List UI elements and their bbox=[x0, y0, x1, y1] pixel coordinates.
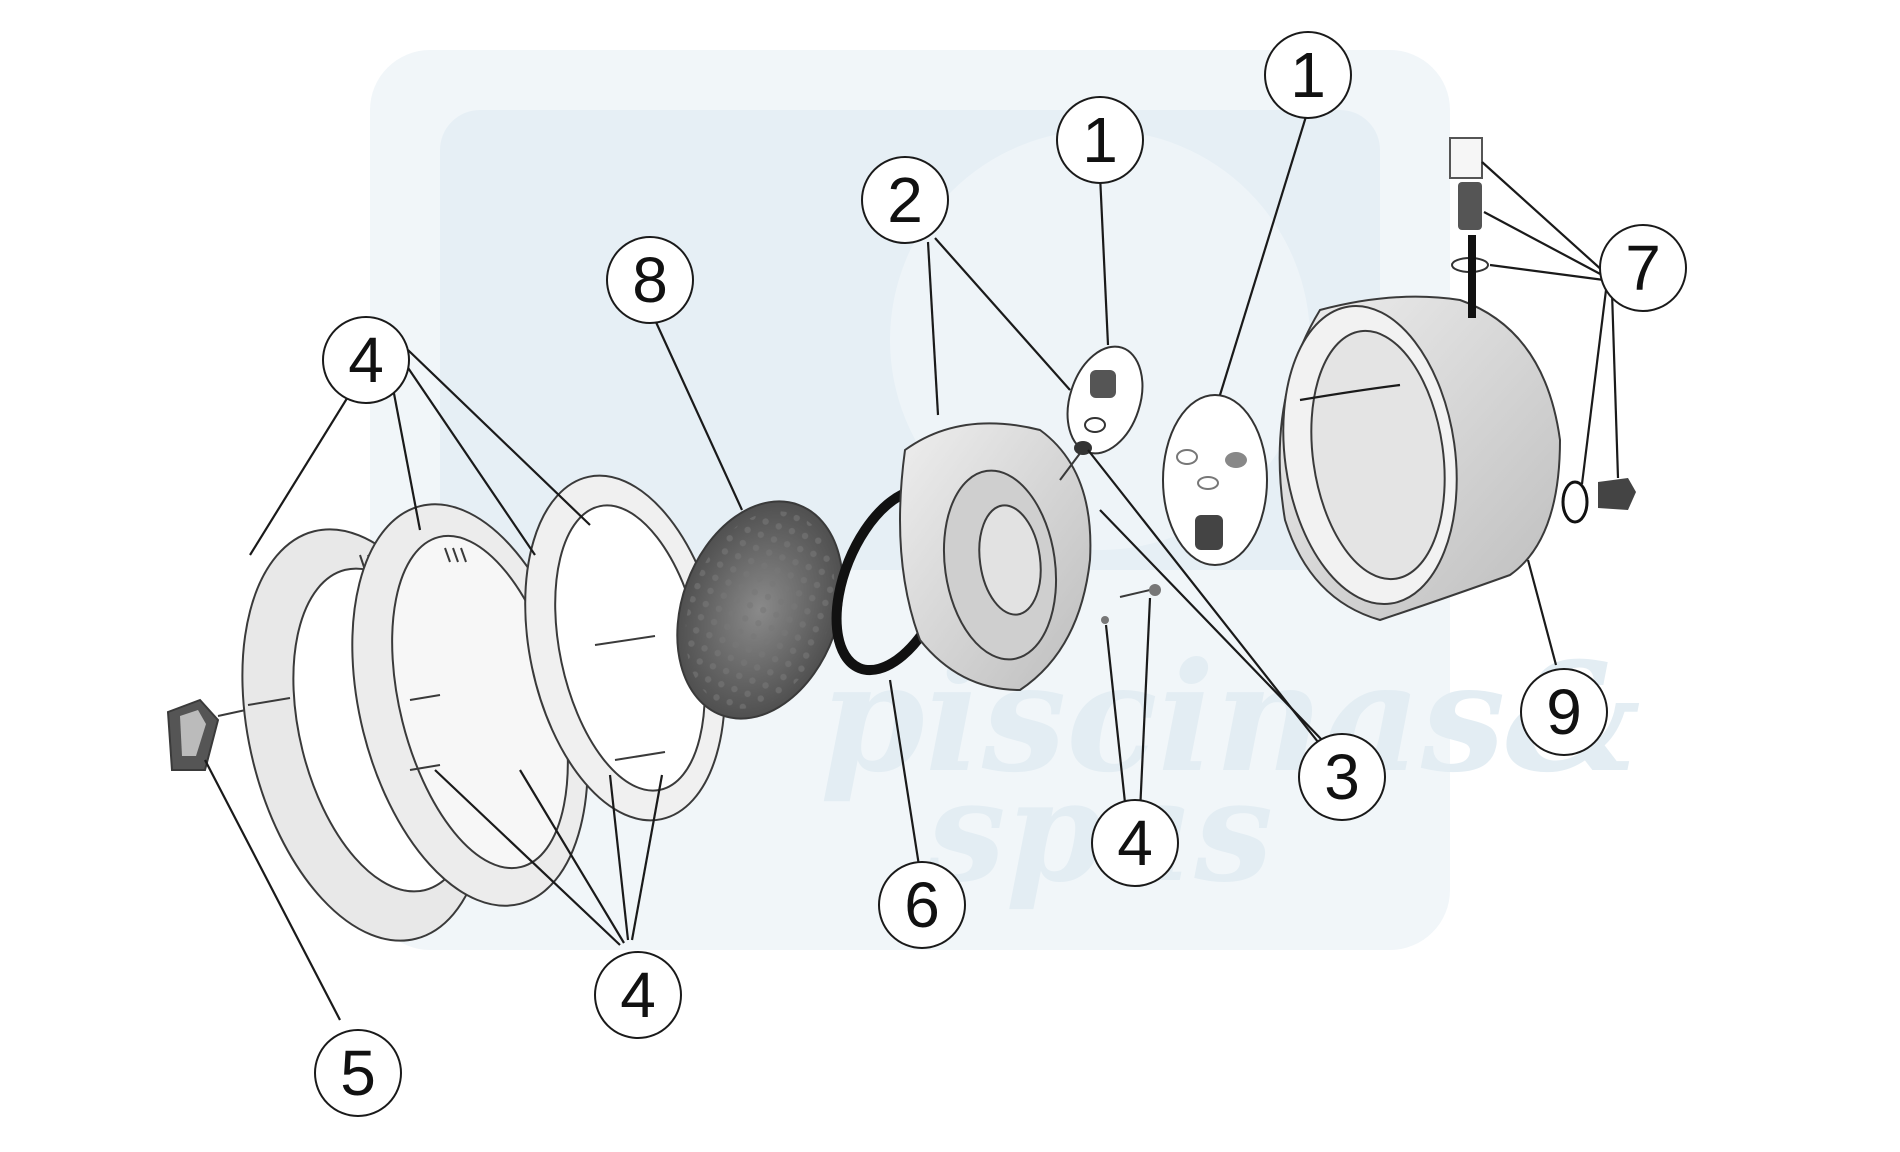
svg-text:7: 7 bbox=[1625, 232, 1661, 304]
callout-6: 6 bbox=[878, 861, 966, 949]
svg-text:4: 4 bbox=[620, 959, 656, 1031]
part-4-screws bbox=[1101, 584, 1161, 624]
callout-5: 5 bbox=[314, 1029, 402, 1117]
svg-text:4: 4 bbox=[348, 324, 384, 396]
part-8-lens bbox=[676, 500, 844, 720]
svg-text:3: 3 bbox=[1324, 741, 1360, 813]
part-7-cable-gland bbox=[1449, 137, 1636, 524]
svg-text:2: 2 bbox=[887, 164, 923, 236]
callout-3: 3 bbox=[1298, 733, 1386, 821]
svg-text:1: 1 bbox=[1082, 104, 1118, 176]
callout-1-right: 1 bbox=[1264, 31, 1352, 119]
part-1-middle-cluster bbox=[1066, 345, 1144, 455]
svg-text:9: 9 bbox=[1546, 676, 1582, 748]
svg-text:4: 4 bbox=[1117, 807, 1153, 879]
svg-text:1: 1 bbox=[1290, 39, 1326, 111]
callout-4-bottom: 4 bbox=[594, 951, 682, 1039]
callout-4-right: 4 bbox=[1091, 799, 1179, 887]
svg-text:6: 6 bbox=[904, 869, 940, 941]
svg-text:8: 8 bbox=[632, 244, 668, 316]
part-9-niche-housing bbox=[1278, 295, 1562, 622]
callout-4-top-left: 4 bbox=[322, 316, 410, 404]
part-5-clip bbox=[166, 698, 256, 771]
part-1-right-cluster bbox=[1162, 394, 1268, 566]
callout-7: 7 bbox=[1599, 224, 1687, 312]
callout-2: 2 bbox=[861, 156, 949, 244]
callout-8: 8 bbox=[606, 236, 694, 324]
callout-1-middle: 1 bbox=[1056, 96, 1144, 184]
svg-text:5: 5 bbox=[340, 1037, 376, 1109]
callout-9: 9 bbox=[1520, 668, 1608, 756]
part-2-reflector bbox=[899, 422, 1092, 692]
